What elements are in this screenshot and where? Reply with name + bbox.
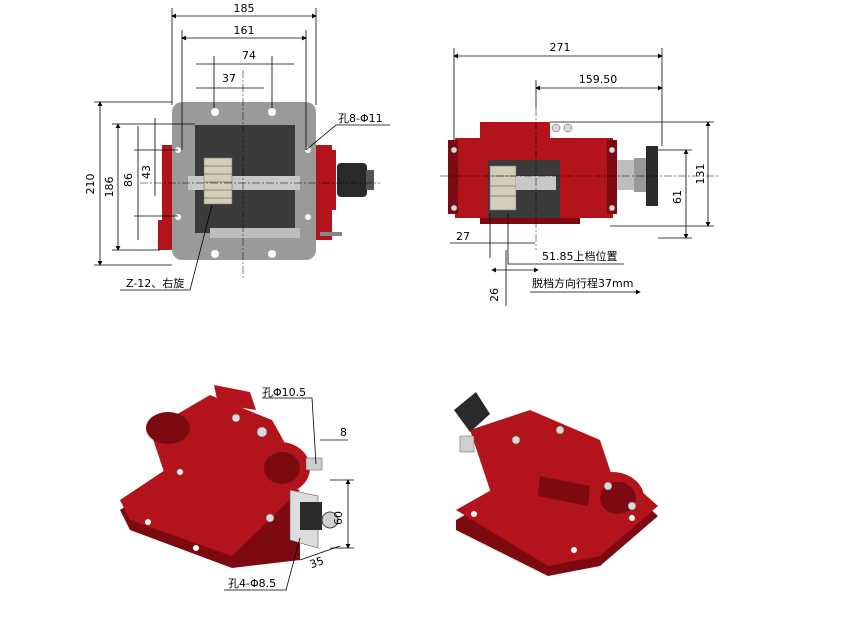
front-view: 185 161 74 37 210 186 86 43 孔8-Φ11 Z-12、… <box>84 2 390 291</box>
dim-185: 185 <box>234 2 255 15</box>
gear-icon <box>203 157 233 205</box>
dim-27: 27 <box>456 230 470 243</box>
dim-35: 35 <box>308 554 326 571</box>
dim-271: 271 <box>550 41 571 54</box>
dim-61: 61 <box>671 190 684 204</box>
dim-210: 210 <box>84 174 97 195</box>
iso-right-flange <box>454 392 490 453</box>
travel-label: 脱档方向行程37mm <box>532 276 633 290</box>
gear-label: Z-12、右旋 <box>126 276 184 290</box>
dim-131: 131 <box>694 164 707 185</box>
dim-74: 74 <box>242 49 256 62</box>
position-label: 51.85上档位置 <box>542 249 618 263</box>
dim-159-50: 159.50 <box>579 73 618 86</box>
iso-left-view: 孔Φ10.5 8 60 35 孔4-Φ8.5 <box>120 385 354 591</box>
side-gear-icon <box>489 165 517 211</box>
iso-left-flange <box>289 489 339 549</box>
hole-label-iso: 孔Φ10.5 <box>262 386 306 399</box>
dim-26: 26 <box>488 288 501 302</box>
dim-186: 186 <box>103 177 116 198</box>
dim-43: 43 <box>140 165 153 179</box>
hole-label-front: 孔8-Φ11 <box>338 112 383 125</box>
front-coupling <box>337 163 367 197</box>
dim-86: 86 <box>122 173 135 187</box>
dim-8: 8 <box>340 426 347 439</box>
side-view: 271 159.50 131 61 27 51.85上档位置 脱档方向行程37m… <box>440 41 720 306</box>
dim-60: 60 <box>332 511 345 525</box>
iso-right-view <box>454 392 658 576</box>
dim-161: 161 <box>234 24 255 37</box>
dim-37: 37 <box>222 72 236 85</box>
flange-label: 孔4-Φ8.5 <box>228 577 276 590</box>
